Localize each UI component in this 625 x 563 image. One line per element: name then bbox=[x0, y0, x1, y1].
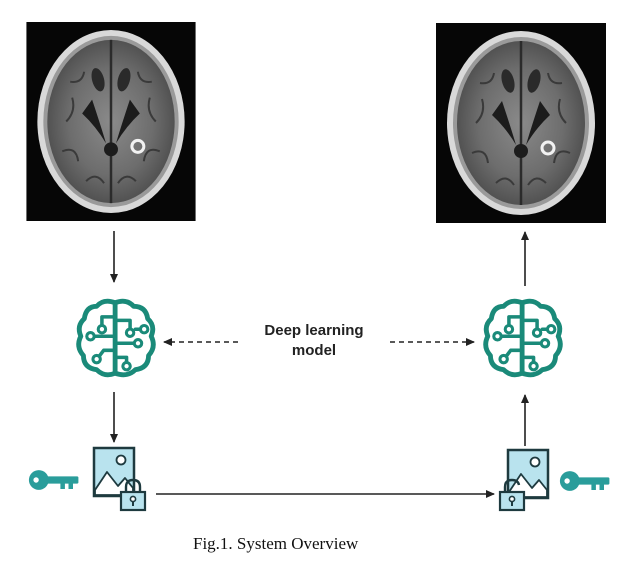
model-label: Deep learning model bbox=[240, 321, 388, 361]
locked-image-icon bbox=[92, 446, 147, 512]
output-ct-scan-image bbox=[436, 22, 606, 224]
key-icon-left bbox=[28, 470, 79, 490]
model-label-line1: Deep learning bbox=[264, 322, 364, 339]
key-icon-right bbox=[559, 471, 610, 491]
model-label-line2: model bbox=[291, 342, 337, 359]
decoder-brain-icon bbox=[486, 301, 561, 375]
encoder-brain-icon bbox=[79, 301, 154, 375]
input-ct-scan-image bbox=[26, 22, 196, 221]
unlocked-image-icon bbox=[498, 448, 550, 512]
figure-caption: Fig.1. System Overview bbox=[193, 534, 359, 553]
